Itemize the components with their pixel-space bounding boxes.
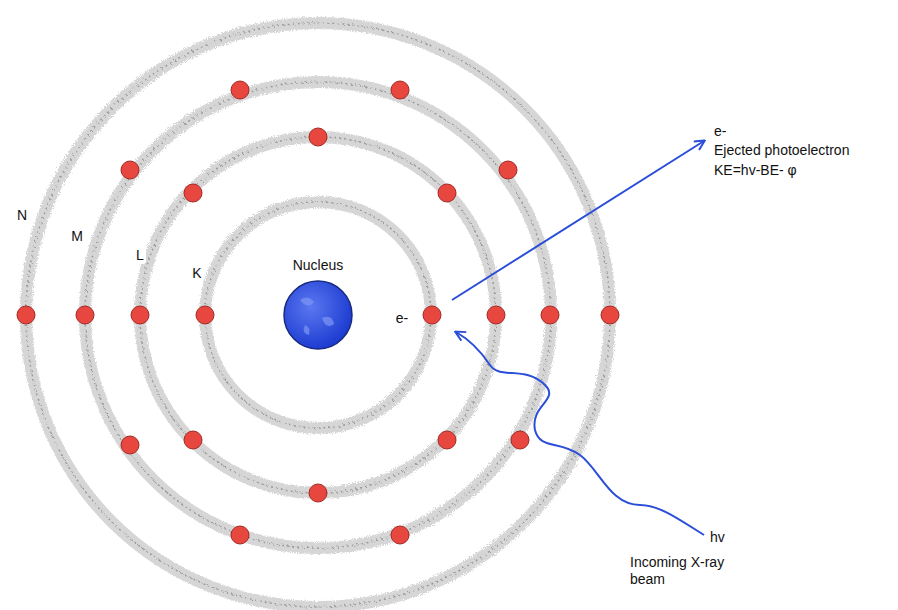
shell-label: L [134, 247, 146, 264]
caption-text: Ejected photoelectron [712, 142, 851, 159]
electron-label: e- [712, 123, 728, 140]
electron-dot [121, 436, 139, 454]
shell-label: M [69, 228, 85, 245]
shell-label: N [15, 207, 29, 224]
beam-label: Incoming X-ray beam [628, 554, 752, 588]
electron-dot [511, 431, 529, 449]
nucleus-label: Nucleus [291, 257, 346, 274]
nucleus [284, 281, 352, 349]
photon-label: hv [708, 529, 727, 546]
electron-dot [231, 81, 249, 99]
electron-dot [231, 526, 249, 544]
electron-dot [17, 306, 35, 324]
electron-label: e- [394, 310, 410, 327]
electron-dot [438, 184, 456, 202]
electron-dot [391, 526, 409, 544]
electron-dot [487, 306, 505, 324]
electron-dot [499, 161, 517, 179]
electron-shells [26, 23, 610, 607]
electrons [17, 81, 619, 544]
electron-dot [184, 431, 202, 449]
equation-text: KE=hv-BE- φ [712, 162, 799, 179]
electron-dot [121, 161, 139, 179]
electron-dot [438, 431, 456, 449]
electron-dot [196, 306, 214, 324]
electron-dot [423, 306, 441, 324]
electron-dot [309, 484, 327, 502]
xray-wave [456, 332, 704, 535]
electron-dot [184, 184, 202, 202]
shell-label: K [190, 265, 203, 282]
photoelectron-arrow [452, 141, 704, 300]
electron-dot [309, 128, 327, 146]
electron-dot [391, 81, 409, 99]
electron-dot [601, 306, 619, 324]
electron-dot [541, 306, 559, 324]
electron-dot [131, 306, 149, 324]
electron-dot [76, 306, 94, 324]
